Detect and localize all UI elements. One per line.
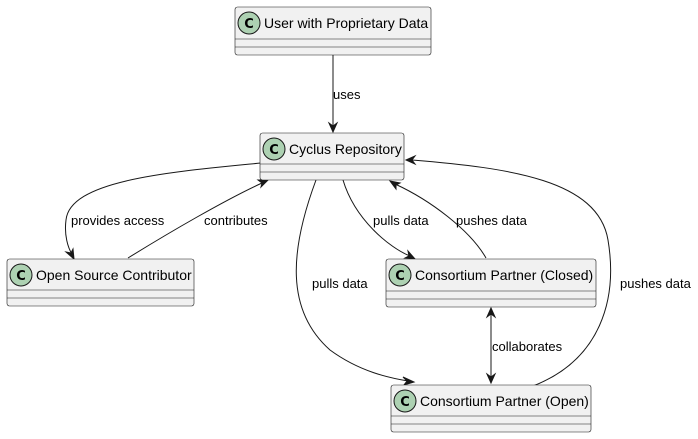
edge-label-collaborates: collaborates <box>492 339 563 354</box>
class-name: Consortium Partner (Open) <box>420 393 589 409</box>
class-user-with-proprietary-data[interactable]: C User with Proprietary Data <box>234 6 432 56</box>
class-name: Cyclus Repository <box>289 141 402 157</box>
class-badge-icon <box>388 263 412 287</box>
class-name: Consortium Partner (Closed) <box>415 267 593 283</box>
class-badge-letter: C <box>244 17 254 32</box>
class-name: Open Source Contributor <box>36 267 192 283</box>
class-badge-letter: C <box>400 395 410 410</box>
edge-label-contributes: contributes <box>204 213 268 228</box>
class-name: User with Proprietary Data <box>264 15 428 31</box>
edge-provides-access <box>64 162 262 261</box>
edge-pushes-data-closed <box>388 180 487 259</box>
class-badge-icon <box>237 11 261 35</box>
class-badge-letter: C <box>395 269 405 284</box>
edge-pushes-data-open <box>404 154 612 387</box>
edge-label-uses: uses <box>333 87 361 102</box>
edge-pulls-data-closed <box>342 179 417 260</box>
class-badge-icon <box>393 389 417 413</box>
class-badge-icon <box>9 263 33 287</box>
class-cyclus-repository[interactable]: C Cyclus Repository <box>259 132 405 181</box>
class-consortium-partner-open[interactable]: C Consortium Partner (Open) <box>390 384 592 433</box>
edge-pulls-data-open <box>295 179 416 386</box>
edge-label-pushes-data-closed: pushes data <box>456 213 528 228</box>
edge-collaborates <box>485 306 497 385</box>
class-open-source-contributor[interactable]: C Open Source Contributor <box>6 258 195 307</box>
class-badge-letter: C <box>269 143 279 158</box>
class-badge-icon <box>262 137 286 161</box>
edge-label-pulls-data-closed: pulls data <box>373 213 429 228</box>
edge-label-pushes-data-open: pushes data <box>620 276 692 291</box>
class-badge-letter: C <box>16 269 26 284</box>
edge-label-pulls-data-open: pulls data <box>312 276 368 291</box>
edge-uses <box>327 55 339 134</box>
edge-label-provides-access: provides access <box>71 213 165 228</box>
class-consortium-partner-closed[interactable]: C Consortium Partner (Closed) <box>385 258 597 308</box>
